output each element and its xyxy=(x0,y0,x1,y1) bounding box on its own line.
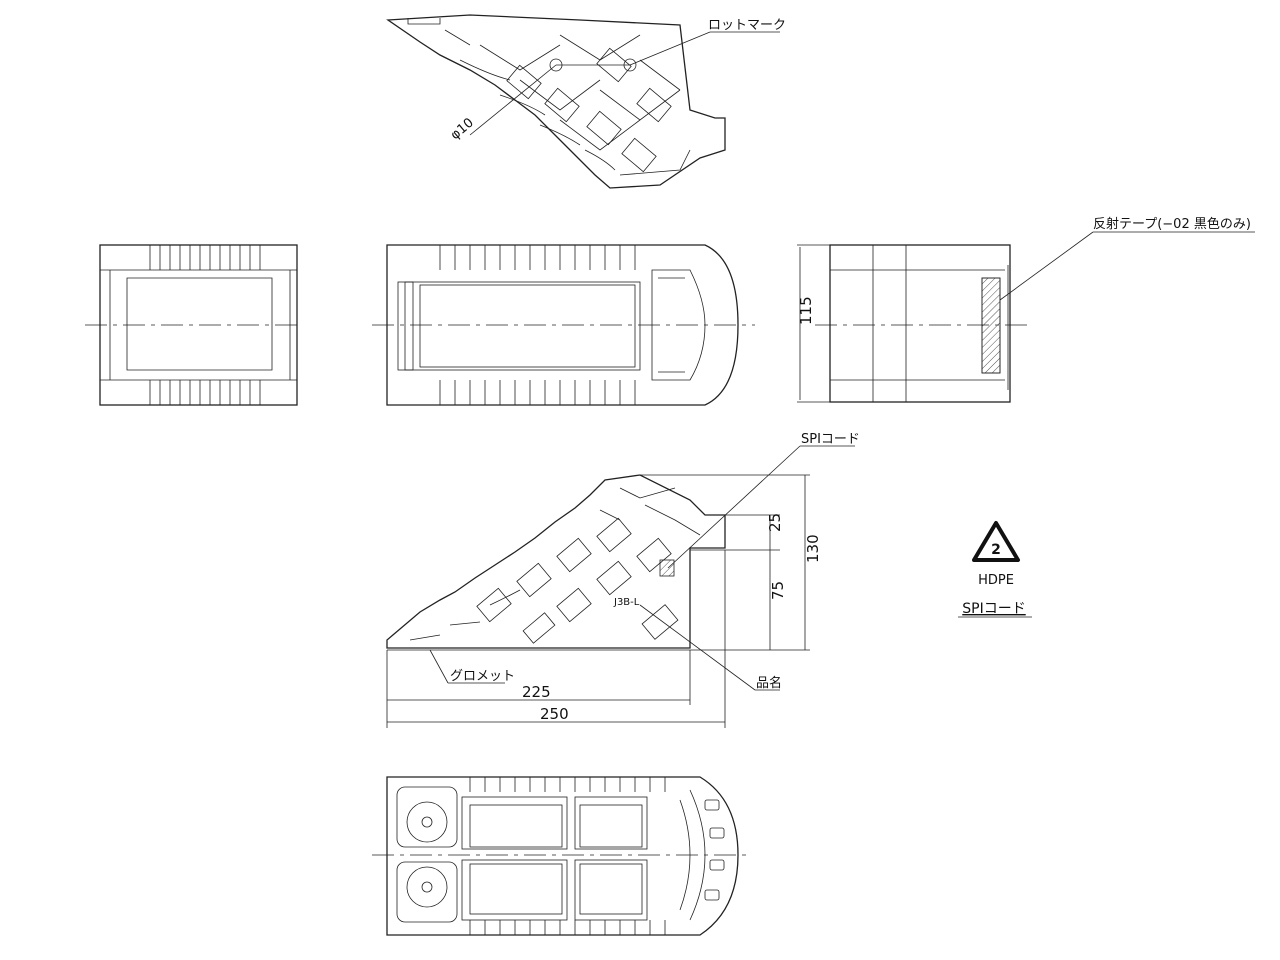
end-view-right: 115 反射テープ(−02 黒色のみ) xyxy=(797,216,1255,403)
spi-code-caption: SPIコード xyxy=(962,601,1025,617)
recycle-number: 2 xyxy=(991,542,1001,558)
dim-115: 115 xyxy=(797,296,815,325)
end-view-left xyxy=(85,244,300,406)
grommet-1 xyxy=(406,801,448,843)
recycle-symbol: 2 HDPE SPIコード xyxy=(958,521,1032,618)
dim-25: 25 xyxy=(766,513,784,532)
spi-code-leader-label: SPIコード xyxy=(801,432,860,447)
product-name-label: 品名 xyxy=(756,675,782,691)
grommet-2 xyxy=(406,866,448,908)
bottom-view xyxy=(372,776,750,936)
dim-130: 130 xyxy=(804,534,822,563)
dim-225: 225 xyxy=(522,683,551,701)
recycle-material: HDPE xyxy=(978,573,1014,588)
dim-75: 75 xyxy=(769,581,787,600)
top-view-wedge: ロットマーク φ10 xyxy=(386,14,786,189)
reflective-tape xyxy=(981,277,1001,374)
lot-mark-label: ロットマーク xyxy=(708,18,786,33)
recycle-triangle-icon xyxy=(972,521,1020,562)
product-mark: J3B-L xyxy=(613,597,640,608)
spi-code-mark xyxy=(659,559,675,577)
dim-250: 250 xyxy=(540,705,569,723)
plan-view xyxy=(372,244,755,406)
side-view: J3B-L 25 130 75 225 250 グロメット 品名 SPIコード xyxy=(386,432,860,728)
reflective-tape-label: 反射テープ(−02 黒色のみ) xyxy=(1093,216,1251,232)
hole-diameter-label: φ10 xyxy=(448,115,477,143)
grommet-label: グロメット xyxy=(450,669,515,684)
